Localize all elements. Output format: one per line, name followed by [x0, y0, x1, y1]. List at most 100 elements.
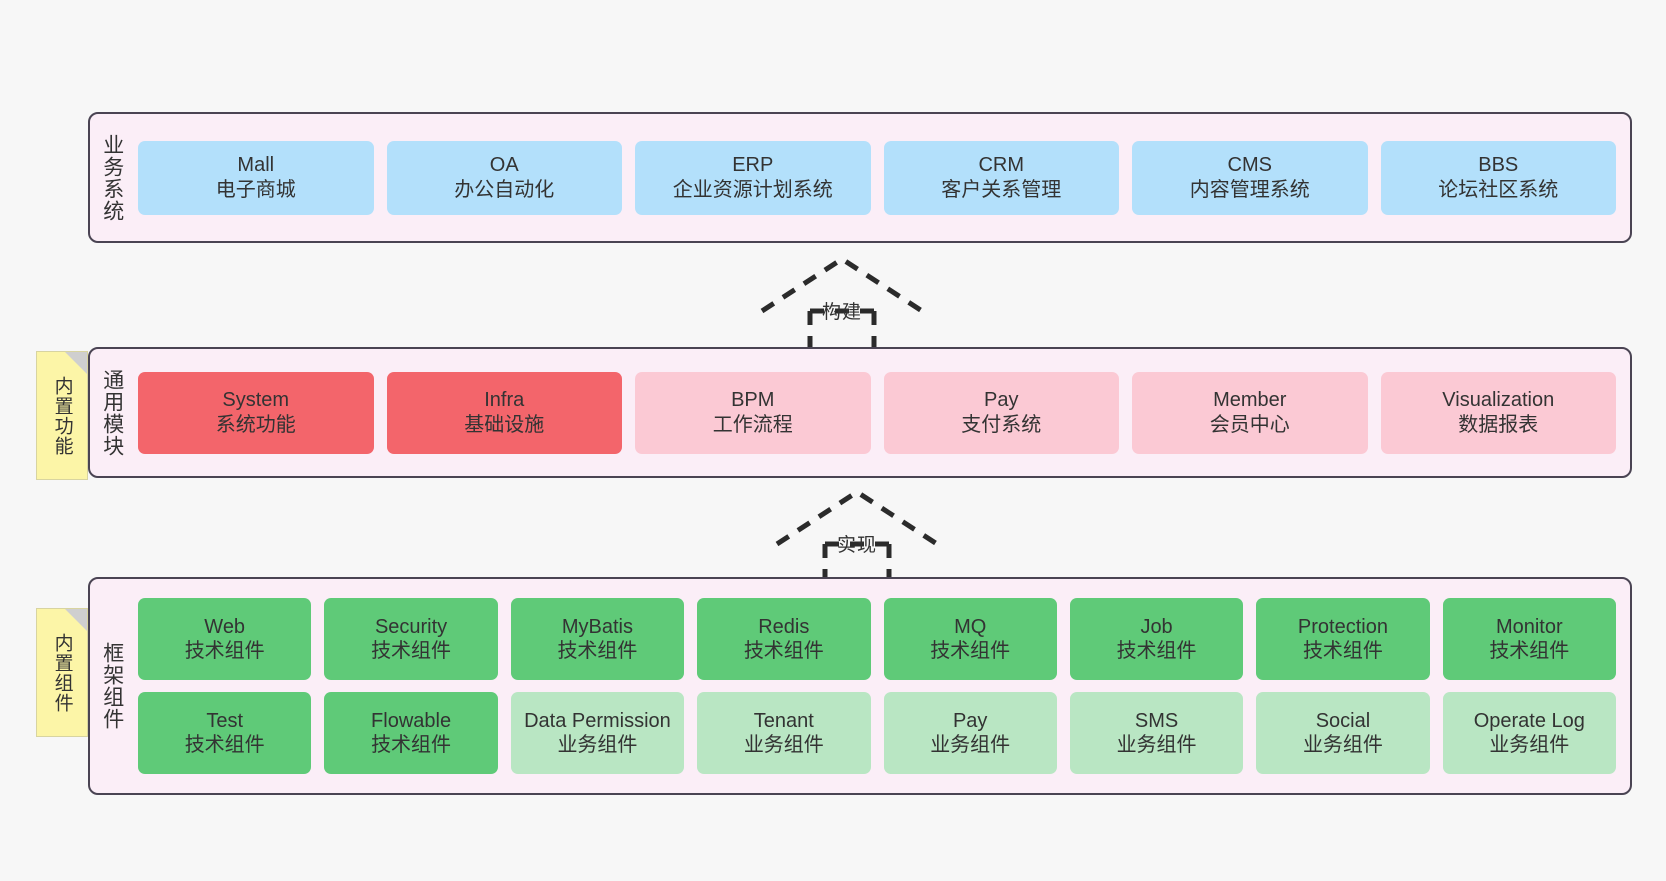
node-subtitle: 技术组件 [1489, 640, 1570, 662]
node-data-permission[interactable]: Data Permission 业务组件 [510, 692, 685, 774]
node-pay-business[interactable]: Pay 业务组件 [883, 692, 1057, 774]
band-body-common-modules: System 系统功能 Infra 基础设施 BPM 工作流程 Pay 支付系统… [134, 349, 1630, 476]
node-subtitle: 支付系统 [961, 413, 1042, 436]
node-subtitle: 系统功能 [215, 413, 296, 436]
connector-build: 构建 [742, 251, 942, 361]
node-title: Member [1213, 389, 1287, 412]
node-subtitle: 技术组件 [930, 640, 1011, 662]
node-member[interactable]: Member 会员中心 [1132, 371, 1368, 454]
node-title: Monitor [1495, 615, 1563, 638]
node-test[interactable]: Test 技术组件 [138, 692, 312, 774]
note-label: 内置组件 [51, 632, 73, 713]
node-title: CRM [978, 154, 1025, 177]
node-title: MyBatis [561, 615, 633, 638]
note-builtin-functions: 内置功能 [36, 351, 88, 480]
node-pay[interactable]: Pay 支付系统 [883, 371, 1119, 454]
node-title: Security [374, 615, 448, 638]
band-business-systems: 业务系统 Mall 电子商城 OA 办公自动化 ERP 企业资源计划系统 CRM… [88, 112, 1632, 243]
node-subtitle: 工作流程 [712, 413, 793, 436]
node-title: Pay [984, 389, 1019, 412]
band-common-modules: 通用模块 System 系统功能 Infra 基础设施 BPM 工作流程 Pay… [88, 347, 1632, 478]
band-row: System 系统功能 Infra 基础设施 BPM 工作流程 Pay 支付系统… [138, 371, 1616, 454]
node-security[interactable]: Security 技术组件 [324, 598, 498, 680]
generalization-arrowhead [760, 256, 924, 314]
node-operate-log[interactable]: Operate Log 业务组件 [1442, 692, 1616, 774]
node-subtitle: 客户关系管理 [941, 178, 1062, 201]
node-subtitle: 技术组件 [371, 734, 452, 756]
band-body-business-systems: Mall 电子商城 OA 办公自动化 ERP 企业资源计划系统 CRM 客户关系… [134, 114, 1630, 241]
node-subtitle: 办公自动化 [454, 178, 555, 201]
node-oa[interactable]: OA 办公自动化 [386, 140, 622, 215]
node-subtitle: 技术组件 [184, 734, 265, 756]
node-subtitle: 业务组件 [1116, 734, 1197, 756]
node-title: CMS [1227, 154, 1272, 177]
band-label-common-modules: 通用模块 [100, 368, 124, 457]
node-subtitle: 会员中心 [1209, 413, 1290, 436]
band-row: Mall 电子商城 OA 办公自动化 ERP 企业资源计划系统 CRM 客户关系… [138, 140, 1616, 215]
node-tenant[interactable]: Tenant 业务组件 [697, 692, 871, 774]
band-label-framework-components: 框架组件 [100, 642, 124, 730]
node-title: Pay [952, 709, 988, 732]
node-title: Job [1140, 615, 1173, 638]
node-title: Protection [1297, 615, 1388, 638]
node-crm[interactable]: CRM 客户关系管理 [883, 140, 1119, 215]
node-web[interactable]: Web 技术组件 [138, 598, 312, 680]
node-title: Redis [758, 615, 810, 638]
node-title: BBS [1478, 154, 1519, 177]
band-label-business-systems: 业务系统 [100, 133, 124, 222]
node-sms[interactable]: SMS 业务组件 [1069, 692, 1244, 774]
node-subtitle: 技术组件 [557, 640, 638, 662]
node-title: ERP [732, 154, 774, 177]
node-subtitle: 电子商城 [215, 178, 296, 201]
node-subtitle: 基础设施 [464, 413, 545, 436]
node-title: MQ [954, 615, 987, 638]
node-mall[interactable]: Mall 电子商城 [138, 140, 374, 215]
node-subtitle: 业务组件 [1302, 734, 1383, 756]
band-body-framework-components: Web 技术组件 Security 技术组件 MyBatis 技术组件 Redi… [134, 579, 1630, 793]
node-subtitle: 数据报表 [1458, 413, 1539, 436]
note-builtin-components: 内置组件 [36, 608, 88, 737]
node-title: Visualization [1442, 389, 1555, 412]
node-subtitle: 业务组件 [743, 734, 824, 756]
band-framework-components: 框架组件 Web 技术组件 Security 技术组件 MyBatis 技术组件… [88, 577, 1632, 795]
note-label: 内置功能 [51, 375, 73, 456]
node-subtitle: 内容管理系统 [1189, 178, 1310, 201]
node-monitor[interactable]: Monitor 技术组件 [1442, 598, 1616, 680]
node-flowable[interactable]: Flowable 技术组件 [324, 692, 498, 774]
generalization-arrowhead [775, 489, 939, 547]
node-system[interactable]: System 系统功能 [138, 371, 374, 454]
node-title: Web [204, 615, 246, 638]
node-mybatis[interactable]: MyBatis 技术组件 [510, 598, 685, 680]
node-subtitle: 论坛社区系统 [1438, 178, 1559, 201]
node-subtitle: 业务组件 [930, 734, 1011, 756]
node-cms[interactable]: CMS 内容管理系统 [1132, 140, 1368, 215]
connector-label-realize: 实现 [836, 535, 877, 556]
node-redis[interactable]: Redis 技术组件 [697, 598, 871, 680]
connector-label-build: 构建 [821, 302, 862, 323]
node-subtitle: 技术组件 [1116, 640, 1197, 662]
node-subtitle: 技术组件 [184, 640, 265, 662]
node-title: System [222, 389, 290, 412]
node-title: Tenant [753, 709, 814, 732]
node-protection[interactable]: Protection 技术组件 [1256, 598, 1430, 680]
node-job[interactable]: Job 技术组件 [1069, 598, 1244, 680]
node-erp[interactable]: ERP 企业资源计划系统 [635, 140, 871, 215]
node-title: Social [1315, 709, 1371, 732]
node-title: Infra [484, 389, 525, 412]
node-subtitle: 技术组件 [1302, 640, 1383, 662]
node-title: Data Permission [524, 709, 671, 732]
node-subtitle: 业务组件 [557, 734, 638, 756]
node-bpm[interactable]: BPM 工作流程 [635, 371, 871, 454]
node-visualization[interactable]: Visualization 数据报表 [1380, 371, 1616, 454]
node-bbs[interactable]: BBS 论坛社区系统 [1380, 140, 1616, 215]
node-mq[interactable]: MQ 技术组件 [883, 598, 1057, 680]
node-social[interactable]: Social 业务组件 [1256, 692, 1430, 774]
band-row: Test 技术组件 Flowable 技术组件 Data Permission … [138, 692, 1616, 774]
node-title: Mall [237, 154, 275, 177]
node-subtitle: 技术组件 [743, 640, 824, 662]
node-infra[interactable]: Infra 基础设施 [386, 371, 622, 454]
node-subtitle: 企业资源计划系统 [672, 178, 833, 201]
node-subtitle: 技术组件 [371, 640, 452, 662]
node-title: Test [206, 709, 244, 732]
